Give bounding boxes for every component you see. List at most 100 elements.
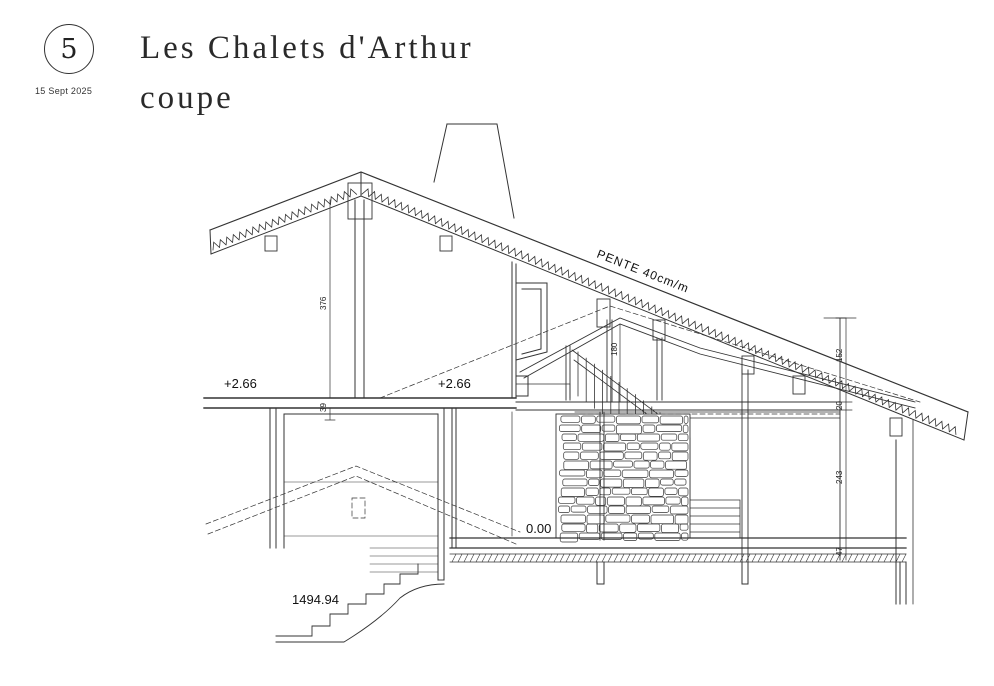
dim-39: 39 bbox=[319, 403, 328, 412]
level-upper-mid: +2.66 bbox=[438, 376, 471, 391]
stone bbox=[645, 478, 660, 488]
stone bbox=[623, 532, 638, 541]
stone bbox=[616, 415, 641, 425]
stone bbox=[660, 433, 678, 441]
stone bbox=[606, 496, 625, 506]
dim-20: 20 bbox=[835, 401, 844, 410]
stone bbox=[585, 487, 599, 496]
stone bbox=[642, 451, 658, 461]
dim-152: 152 bbox=[835, 348, 844, 362]
stone bbox=[605, 514, 631, 523]
stone bbox=[641, 415, 659, 424]
stone bbox=[562, 442, 582, 451]
stone bbox=[588, 478, 600, 486]
stone bbox=[604, 433, 620, 442]
stone bbox=[620, 433, 637, 441]
stone bbox=[608, 505, 625, 514]
stone bbox=[603, 442, 626, 452]
stone bbox=[669, 505, 689, 515]
stone bbox=[558, 496, 576, 504]
stone bbox=[561, 523, 586, 532]
stone bbox=[664, 487, 678, 495]
roof-purlins bbox=[264, 182, 903, 437]
stone bbox=[677, 433, 689, 442]
level-upper-left: +2.66 bbox=[224, 376, 257, 391]
stone bbox=[636, 433, 661, 442]
stone bbox=[671, 451, 689, 461]
stone bbox=[637, 532, 654, 540]
stone bbox=[576, 496, 595, 505]
sheet-number: 5 bbox=[60, 33, 78, 65]
stone bbox=[624, 451, 643, 460]
roof bbox=[209, 171, 969, 441]
level-altitude: 1494.94 bbox=[292, 592, 339, 607]
stone bbox=[661, 523, 679, 533]
stone bbox=[563, 451, 580, 460]
stone bbox=[633, 460, 650, 469]
stone bbox=[642, 496, 665, 506]
stone-wall bbox=[555, 411, 691, 543]
stone bbox=[649, 469, 674, 479]
stone bbox=[621, 469, 649, 478]
structure-walls bbox=[203, 199, 548, 581]
stone bbox=[651, 505, 670, 513]
stone bbox=[659, 442, 671, 451]
stone bbox=[613, 460, 633, 468]
stone bbox=[625, 505, 651, 514]
stone bbox=[563, 460, 589, 470]
chimney bbox=[433, 123, 515, 219]
stone bbox=[562, 478, 588, 487]
drawing-subtitle: coupe bbox=[140, 80, 234, 116]
stone bbox=[595, 496, 607, 506]
stone bbox=[559, 469, 586, 477]
stone bbox=[596, 415, 616, 423]
stone bbox=[640, 442, 659, 450]
basement-stair bbox=[275, 481, 445, 643]
stone bbox=[650, 460, 665, 469]
stone bbox=[659, 415, 683, 425]
stone bbox=[559, 424, 581, 432]
dimension-lines bbox=[324, 199, 857, 561]
stone bbox=[681, 532, 689, 541]
stone bbox=[558, 505, 570, 513]
stone bbox=[681, 496, 689, 506]
stone bbox=[619, 523, 637, 533]
stone bbox=[586, 469, 603, 479]
dim-243: 243 bbox=[835, 470, 844, 484]
roof-tiles-left bbox=[212, 188, 358, 251]
stone bbox=[665, 496, 681, 505]
stone bbox=[631, 487, 648, 496]
stone bbox=[560, 514, 586, 524]
ground-floor-slab bbox=[449, 419, 914, 605]
stone bbox=[626, 442, 640, 451]
stone bbox=[678, 487, 689, 497]
dim-376: 376 bbox=[319, 296, 328, 310]
stone bbox=[561, 433, 577, 441]
stone bbox=[580, 451, 599, 460]
stone bbox=[587, 505, 608, 514]
level-ground: 0.00 bbox=[526, 521, 551, 536]
stone bbox=[611, 487, 631, 495]
dim-180: 180 bbox=[610, 342, 619, 356]
roof-tiles-right bbox=[361, 188, 957, 435]
stone bbox=[560, 415, 581, 423]
stone bbox=[674, 469, 689, 477]
stone bbox=[683, 415, 689, 424]
stone bbox=[660, 478, 674, 486]
hidden-lines bbox=[205, 305, 921, 545]
stone bbox=[637, 523, 661, 532]
dim-47: 47 bbox=[835, 547, 844, 556]
stone bbox=[682, 424, 689, 434]
stone bbox=[648, 487, 664, 497]
stone bbox=[654, 532, 681, 541]
slope-label: PENTE 40cm/m bbox=[595, 247, 691, 296]
stone bbox=[642, 424, 656, 433]
stone bbox=[581, 424, 602, 433]
stone bbox=[622, 478, 645, 488]
stone bbox=[656, 424, 683, 432]
mezzanine-floor bbox=[515, 383, 841, 419]
stone bbox=[600, 478, 623, 488]
stone bbox=[589, 460, 613, 470]
stone bbox=[570, 505, 587, 513]
